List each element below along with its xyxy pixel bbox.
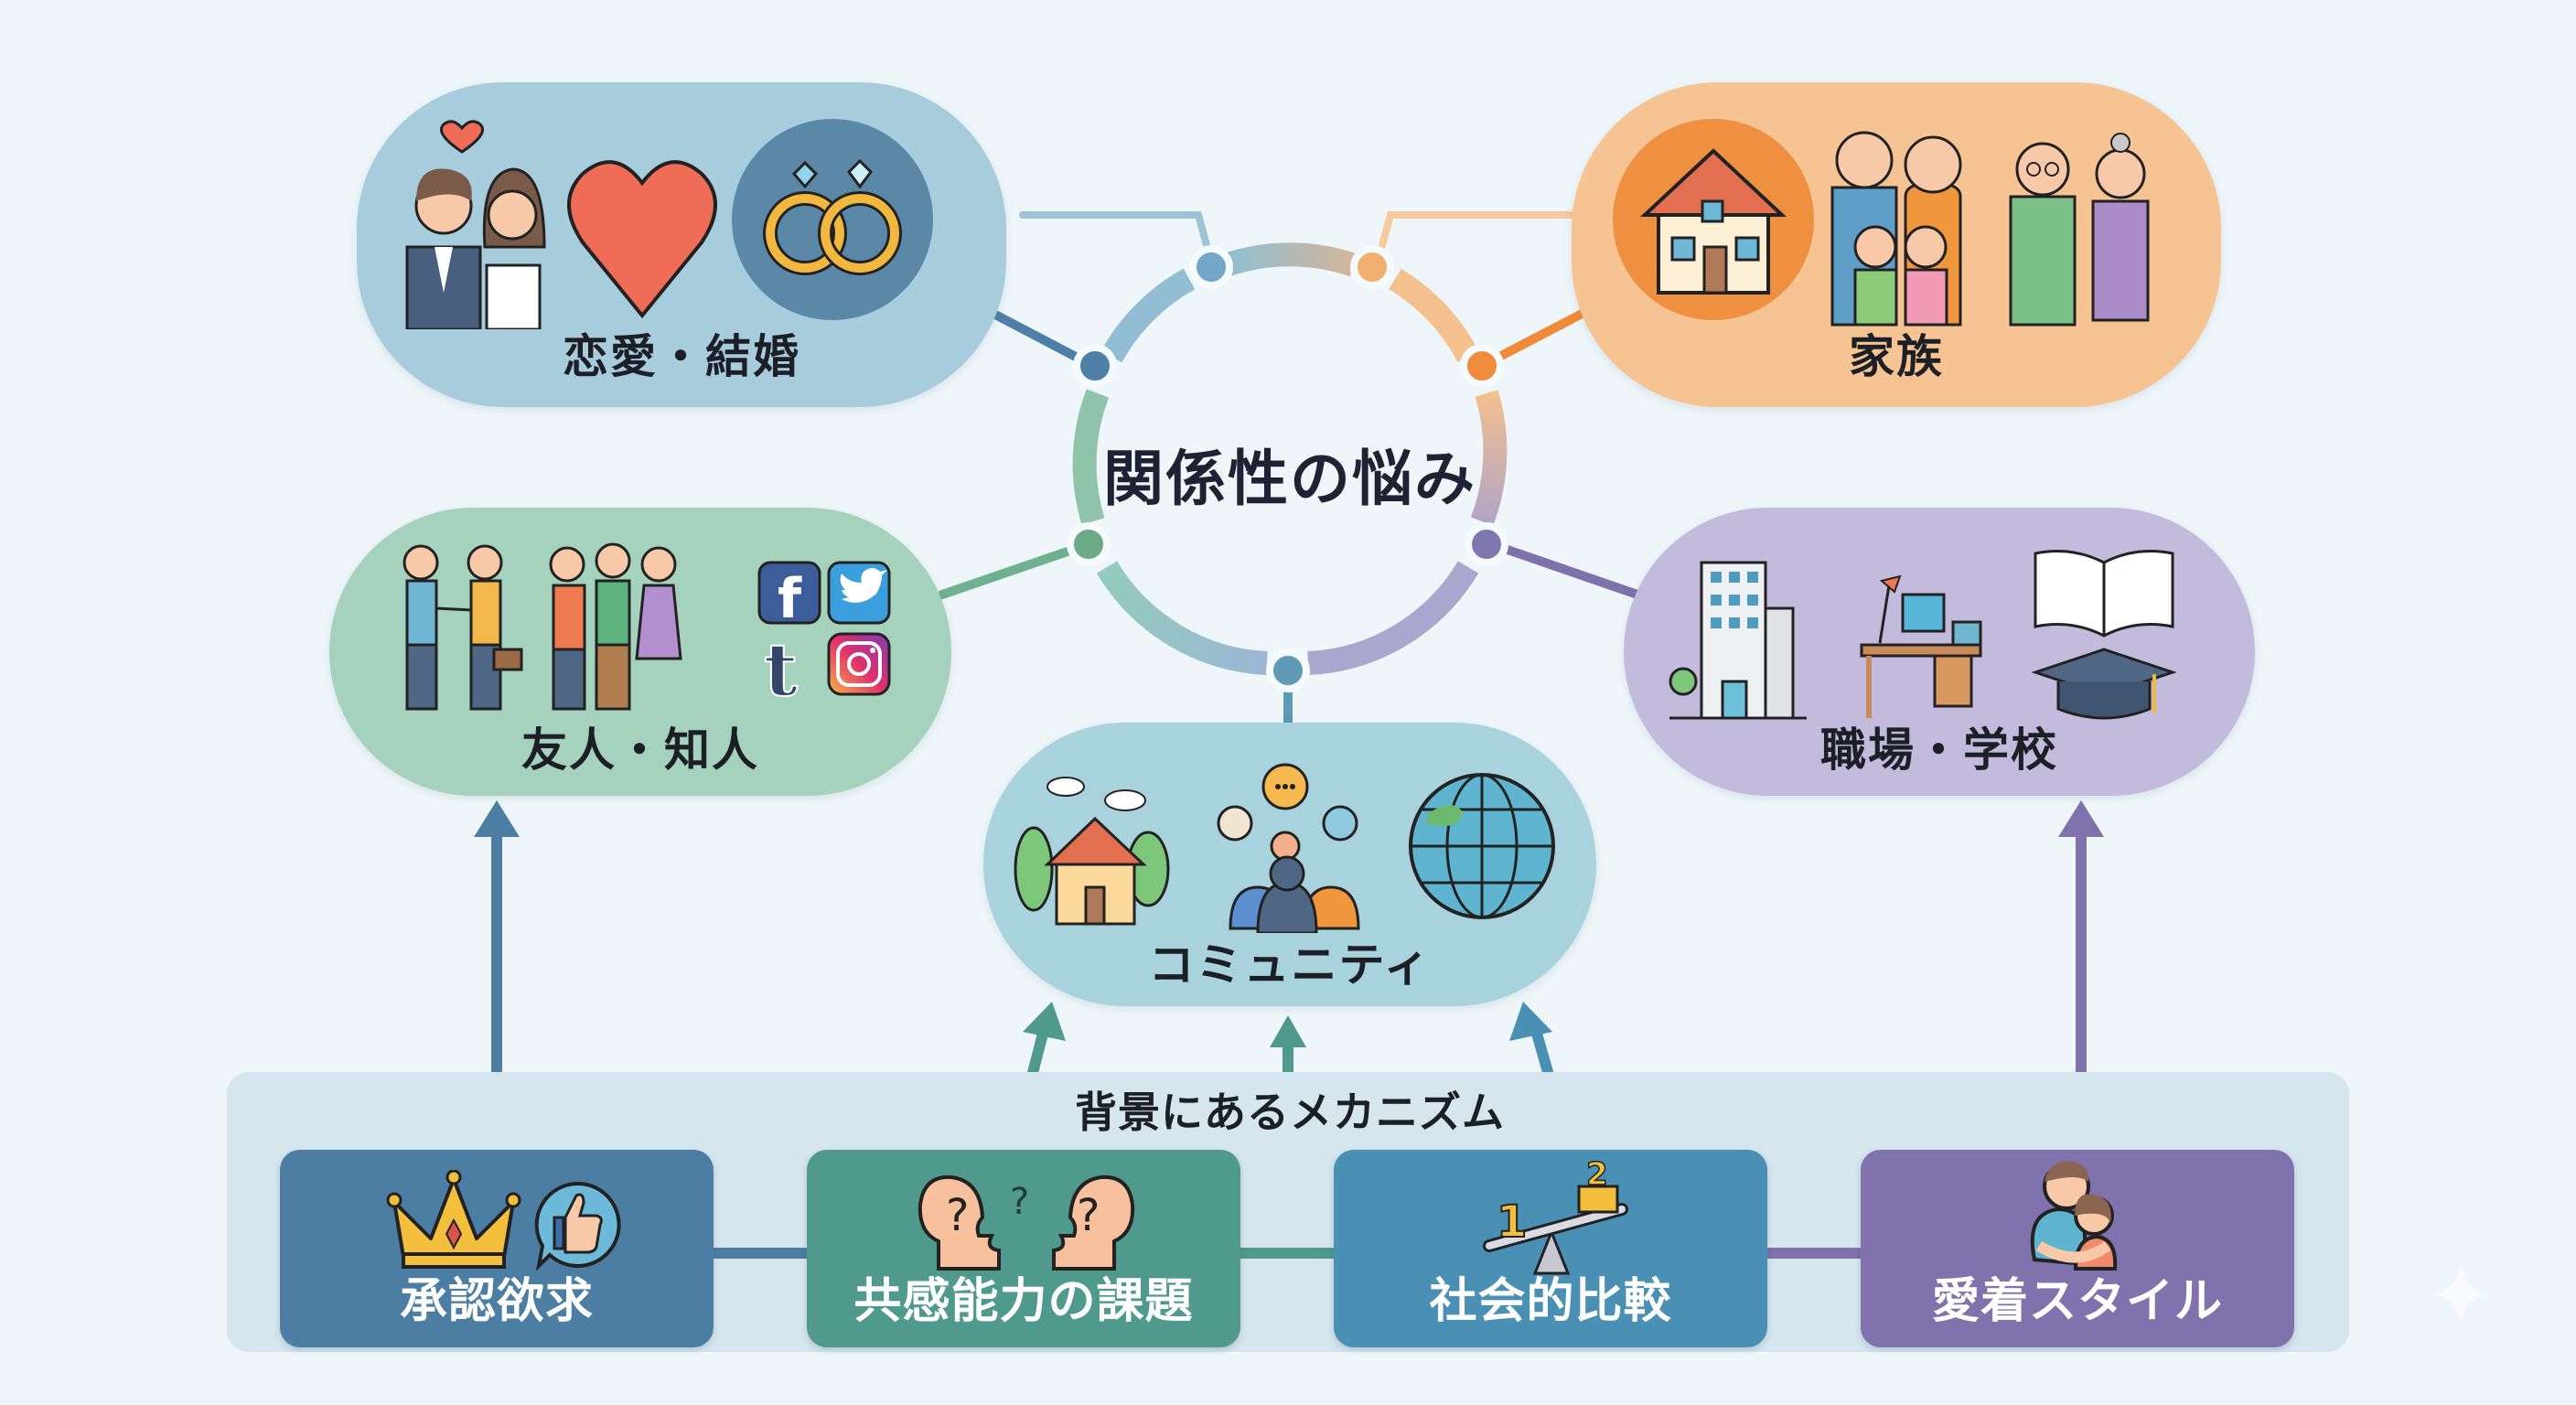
graduation-cap-icon — [2031, 648, 2177, 720]
node-friends[interactable]: f t 友人・知人 — [329, 508, 951, 796]
twitter-icon — [827, 561, 891, 625]
mechanism-comparison[interactable]: 1 2 社会的比較 — [1334, 1150, 1767, 1347]
grandparents-icon — [2009, 133, 2150, 327]
sparkle-icon — [2433, 1262, 2488, 1326]
parents-children-icon — [1830, 131, 1962, 327]
node-community[interactable]: コミュニティ — [983, 723, 1596, 1006]
mechanism-attachment[interactable]: 愛着スタイル — [1861, 1150, 2294, 1347]
house-icon — [1613, 119, 1814, 320]
svg-text:f: f — [778, 567, 802, 631]
mechanism-empathy[interactable]: ? ? ? 共感能力の課題 — [807, 1150, 1240, 1347]
center-title: 関係性の悩み — [1103, 444, 1476, 514]
crown-icon — [386, 1170, 521, 1269]
mechanism-label: 共感能力の課題 — [853, 1274, 1194, 1329]
open-book-icon — [2034, 550, 2174, 638]
svg-text:?: ? — [1010, 1181, 1029, 1223]
svg-text:2: 2 — [1586, 1159, 1608, 1193]
crowd-speech-icon — [1217, 763, 1360, 933]
office-building-icon — [1669, 561, 1807, 720]
wedding-rings-icon — [732, 119, 933, 320]
balance-scale-icon: 1 2 — [1483, 1159, 1628, 1275]
neighborhood-house-icon — [1014, 777, 1170, 926]
community-icons — [1014, 763, 1555, 933]
parent-child-hug-icon — [2030, 1161, 2118, 1271]
svg-text:1: 1 — [1497, 1196, 1527, 1248]
mechanism-label: 社会的比較 — [1429, 1274, 1672, 1329]
node-label: 友人・知人 — [521, 724, 759, 777]
svg-text:?: ? — [1077, 1190, 1100, 1241]
mechanism-label: 愛着スタイル — [1931, 1274, 2223, 1329]
svg-text:t: t — [764, 627, 798, 713]
friends-group-icon — [549, 542, 682, 711]
friends-icons: f t — [402, 542, 891, 713]
node-work-school[interactable]: 職場・学校 — [1624, 508, 2255, 796]
work-school-icons — [1669, 550, 2177, 720]
node-romance-marriage[interactable]: 恋愛・結婚 — [357, 82, 1006, 407]
handshake-icon — [402, 544, 523, 711]
romance-icons — [405, 119, 933, 329]
ring-dots — [1067, 245, 1508, 692]
mechanism-label: 承認欲求 — [399, 1274, 594, 1329]
heart-icon — [567, 160, 717, 319]
node-label: 家族 — [1849, 330, 1944, 383]
svg-text:?: ? — [946, 1190, 969, 1241]
node-family[interactable]: 家族 — [1572, 82, 2221, 407]
node-label: コミュニティ — [1148, 938, 1432, 992]
desk-computer-icon — [1860, 574, 1982, 718]
center-ring — [1072, 242, 1508, 675]
node-label: 恋愛・結婚 — [563, 330, 800, 383]
mechanisms-title: 背景にあるメカニズム — [1075, 1088, 1505, 1137]
thumbs-up-icon — [534, 1181, 621, 1271]
instagram-icon — [827, 632, 891, 696]
facebook-icon: f — [757, 561, 821, 631]
two-heads-question-icon: ? ? ? — [918, 1174, 1135, 1271]
mechanism-approval[interactable]: 承認欲求 — [280, 1150, 714, 1347]
family-icons — [1613, 119, 2150, 327]
node-label: 職場・学校 — [1820, 724, 2058, 777]
couple-icon — [405, 120, 546, 329]
globe-icon — [1409, 773, 1555, 919]
tumblr-icon: t — [763, 626, 799, 713]
crown-thumbs-up-icon — [386, 1170, 621, 1271]
